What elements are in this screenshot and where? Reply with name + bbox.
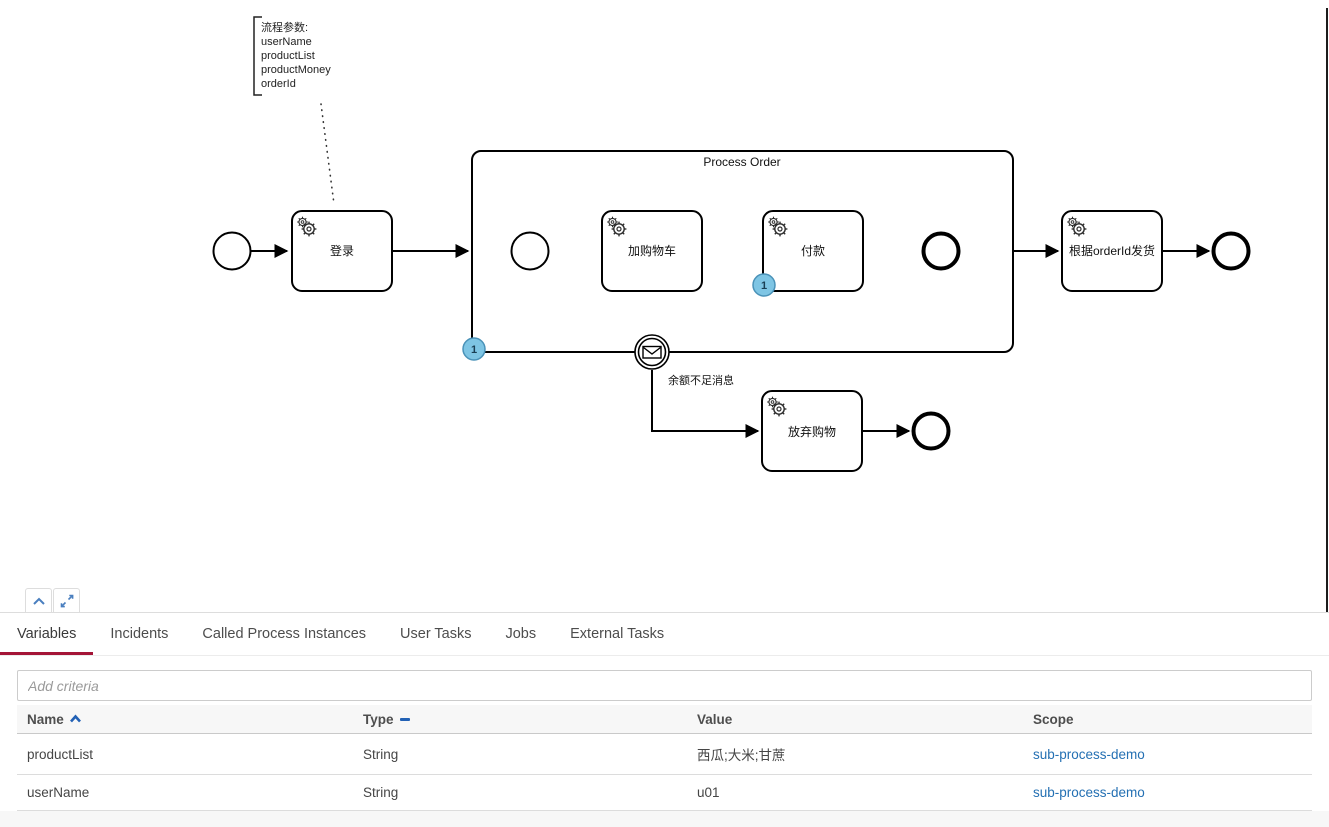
variable-name-cell: productList [17,733,353,775]
badge-pay-count: 1 [761,280,767,292]
task-login-label: 登录 [330,243,354,258]
variable-type-cell: String [353,774,687,811]
task-pay[interactable]: 付款 [762,210,864,292]
annotation-line: 流程参数: [261,20,308,34]
inner-start-event[interactable] [510,231,550,271]
annotation-line: productMoney [261,64,331,76]
tab-called-process-instances[interactable]: Called Process Instances [202,626,367,642]
activity-count-badge-subprocess: 1 [462,337,486,361]
association-dotted-line [320,103,335,205]
activity-count-badge-pay: 1 [752,273,776,297]
message-envelope-icon [642,345,662,359]
table-row: productList String 西瓜;大米;甘蔗 sub-process-… [17,733,1312,775]
annotation-line: orderId [261,78,296,90]
tab-variables[interactable]: Variables [0,613,93,655]
panel-footer [0,811,1329,827]
column-header-name-label: Name [27,712,64,727]
subprocess-label: Process Order [703,155,780,169]
sort-none-icon[interactable] [399,717,410,721]
variable-value-cell: 西瓜;大米;甘蔗 [687,733,1023,775]
variables-panel: Name Type Value Scope productList String… [0,656,1329,827]
text-annotation: 流程参数: userName productList productMoney … [253,16,331,96]
maximize-panel-button[interactable] [53,588,80,612]
variable-name-cell: userName [17,774,353,811]
table-header-row: Name Type Value Scope [17,705,1312,734]
variable-scope-cell: sub-process-demo [1023,733,1312,775]
start-event[interactable] [212,231,252,271]
end-event-final[interactable] [1211,231,1251,271]
boundary-message-event[interactable] [634,334,670,370]
task-add-cart-label: 加购物车 [628,243,676,258]
sort-ascending-icon[interactable] [69,711,82,726]
task-abandon-label: 放弃购物 [788,424,836,439]
variable-value-cell: u01 [687,774,1023,811]
column-header-scope-label: Scope [1033,711,1074,727]
task-abandon[interactable]: 放弃购物 [761,390,863,472]
bpmn-diagram-canvas[interactable]: 流程参数: userName productList productMoney … [0,0,1329,612]
add-criteria-input[interactable] [17,670,1312,701]
column-header-value: Value [687,705,1023,734]
variable-type-cell: String [353,733,687,775]
column-header-value-label: Value [697,711,733,727]
task-add-cart[interactable]: 加购物车 [601,210,703,292]
boundary-event-label: 余额不足消息 [668,373,734,387]
scope-link[interactable]: sub-process-demo [1033,785,1145,800]
task-login[interactable]: 登录 [291,210,393,292]
column-header-type[interactable]: Type [353,705,687,734]
detail-panel: Variables Incidents Called Process Insta… [0,612,1329,827]
subprocess-process-order[interactable]: Process Order [471,150,1014,353]
table-row: userName String u01 sub-process-demo [17,774,1312,811]
variables-table: Name Type Value Scope productList String… [17,705,1312,811]
collapse-panel-button[interactable] [25,588,52,612]
column-header-name[interactable]: Name [17,705,353,734]
column-header-type-label: Type [363,711,394,727]
scope-link[interactable]: sub-process-demo [1033,746,1145,762]
end-event-abandon[interactable] [911,411,951,451]
annotation-line: productList [261,50,315,62]
task-ship[interactable]: 根据orderId发货 [1061,210,1163,292]
tab-external-tasks[interactable]: External Tasks [570,626,665,642]
task-ship-label: 根据orderId发货 [1069,243,1155,258]
task-pay-label: 付款 [801,244,825,258]
tab-jobs[interactable]: Jobs [505,626,537,642]
chevron-up-icon [32,597,45,605]
tab-incidents[interactable]: Incidents [110,626,169,642]
detail-tabbar: Variables Incidents Called Process Insta… [0,613,1329,656]
inner-end-event[interactable] [921,231,961,271]
tab-user-tasks[interactable]: User Tasks [400,626,472,642]
annotation-line: userName [261,36,312,48]
panel-controls [25,588,81,612]
variable-scope-cell: sub-process-demo [1023,774,1312,811]
badge-subprocess-count: 1 [471,344,477,356]
expand-icon [60,594,73,607]
column-header-scope: Scope [1023,705,1312,734]
